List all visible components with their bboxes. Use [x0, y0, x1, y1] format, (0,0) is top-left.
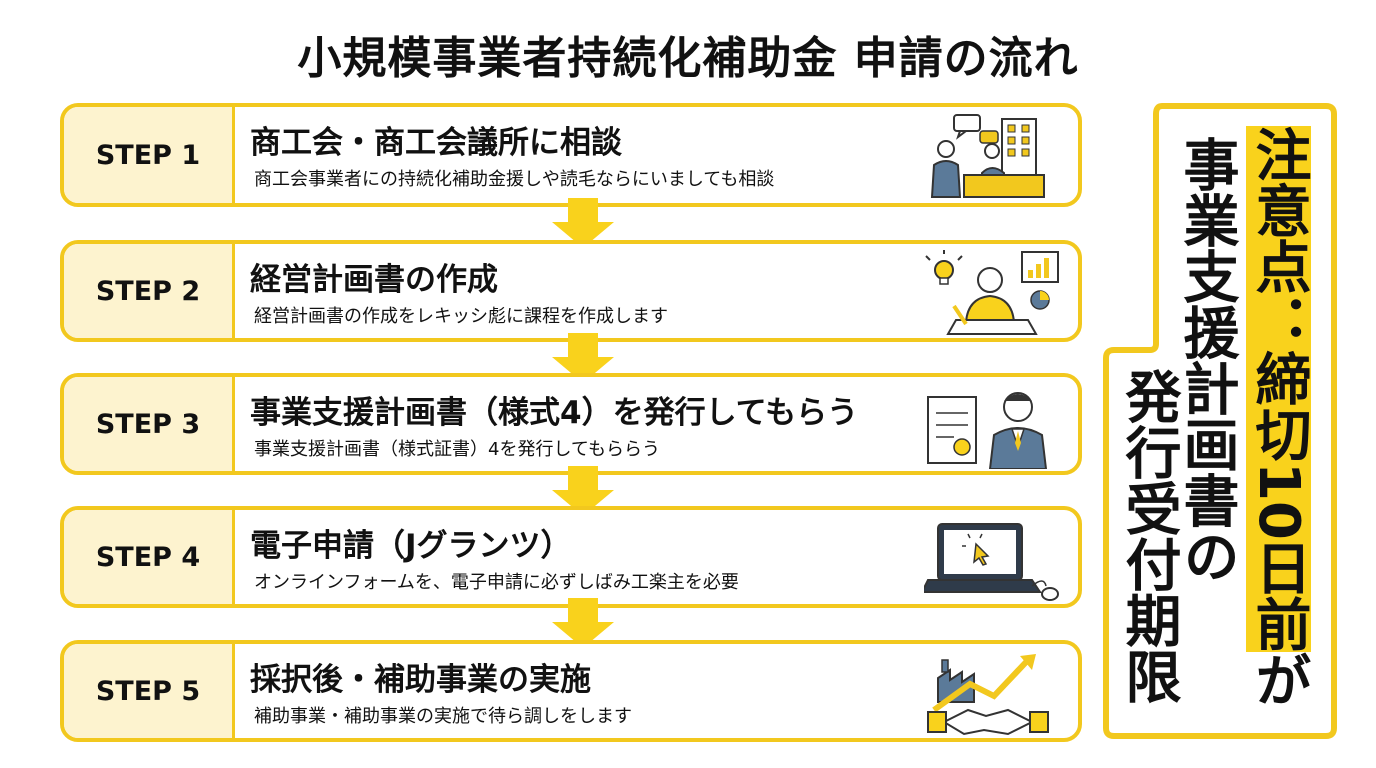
step-card-5: STEP 5 採択後・補助事業の実施 補助事業・補助事業の実施で待ら調しをします: [60, 640, 1082, 742]
note-column-2: 事業支援計画書の: [1174, 136, 1239, 584]
page-title: 小規模事業者持続化補助金 申請の流れ: [297, 33, 1079, 84]
step-label: STEP 4: [64, 510, 235, 604]
arrow-down-icon: [552, 466, 614, 516]
note-text: が: [1246, 651, 1311, 708]
step-title: 電子申請（Jグランツ）: [250, 528, 572, 564]
step-title: 商工会・商工会議所に相談: [250, 125, 622, 161]
note-highlight: 注意点：: [1246, 126, 1311, 350]
step-description: 経営計画書の作成をレキッシ彪に課程を作成します: [254, 306, 668, 327]
handshake-growth-icon: [927, 654, 1049, 736]
step-label: STEP 2: [64, 244, 235, 338]
step-title: 経営計画書の作成: [250, 262, 498, 298]
step-description: 補助事業・補助事業の実施で待ら調しをします: [254, 706, 632, 727]
planning-icon: [925, 250, 1059, 335]
deadline-note-panel: 注意点：締切10日前が 事業支援計画書の 発行受付期限: [1100, 100, 1340, 742]
arrow-down-icon: [552, 598, 614, 648]
arrow-down-icon: [552, 198, 614, 248]
step-card-2: STEP 2 経営計画書の作成 経営計画書の作成をレキッシ彪に課程を作成します: [60, 240, 1082, 342]
step-card-4: STEP 4 電子申請（Jグランツ） オンラインフォームを、電子申請に必ずしばみ…: [60, 506, 1082, 608]
step-description: 事業支援計画書（様式証書）4を発行してもららう: [254, 439, 661, 460]
step-card-1: STEP 1 商工会・商工会議所に相談 商工会事業者にの持続化補助金援しや読毛な…: [60, 103, 1082, 207]
step-label: STEP 3: [64, 377, 235, 471]
laptop-icon: [924, 523, 1059, 601]
step-title: 事業支援計画書（様式4）を発行してもらう: [250, 395, 859, 431]
step-description: 商工会事業者にの持続化補助金援しや読毛ならにいましても相談: [254, 169, 775, 190]
step-card-3: STEP 3 事業支援計画書（様式4）を発行してもらう 事業支援計画書（様式証書…: [60, 373, 1082, 475]
note-column-3: 発行受付期限: [1116, 368, 1181, 704]
note-column-1: 注意点：締切10日前が: [1246, 126, 1311, 708]
consultation-icon: [930, 114, 1045, 198]
step-title: 採択後・補助事業の実施: [250, 662, 591, 698]
step-label: STEP 1: [64, 107, 235, 203]
arrow-down-icon: [552, 333, 614, 383]
step-label: STEP 5: [64, 644, 235, 738]
certificate-icon: [927, 392, 1048, 469]
note-highlight: 締切10日前: [1246, 350, 1311, 652]
step-description: オンラインフォームを、電子申請に必ずしばみ工楽主を必要: [254, 572, 739, 593]
